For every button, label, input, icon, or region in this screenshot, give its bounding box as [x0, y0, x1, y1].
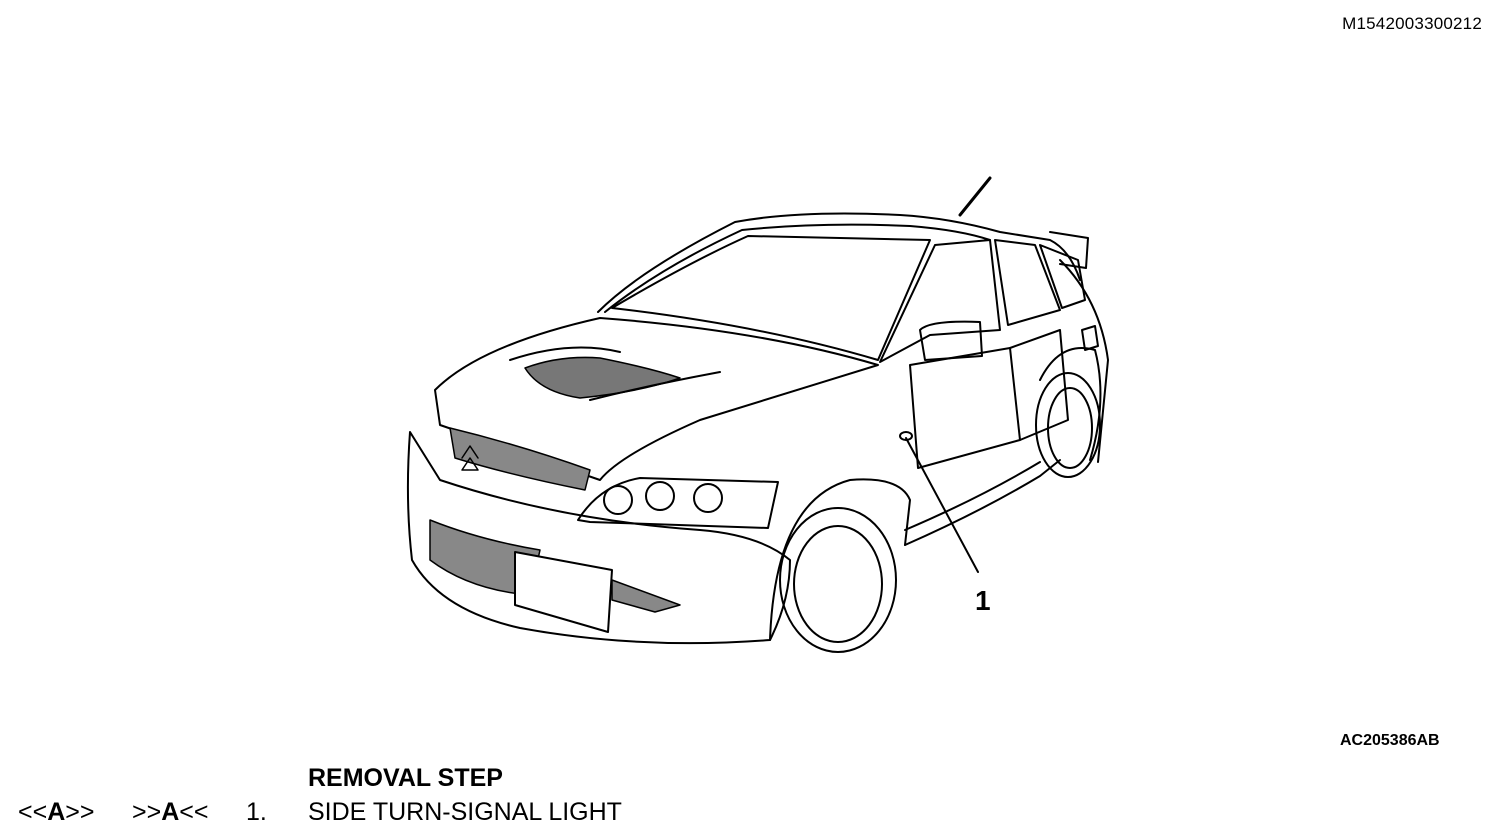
side-skirt — [904, 459, 1061, 546]
car-illustration — [380, 160, 1140, 680]
rear-wheel — [1035, 372, 1101, 478]
front-fender — [769, 478, 911, 641]
step-name: SIDE TURN-SIGNAL LIGHT — [308, 798, 622, 826]
illustration-art-code: AC205386AB — [1340, 732, 1440, 749]
front-door — [909, 347, 1021, 469]
installation-service-point-ref[interactable]: >>A<< — [132, 798, 209, 826]
upper-grille — [449, 427, 591, 491]
side-mirror — [919, 320, 983, 361]
step-number: 1. — [246, 798, 267, 826]
rear-spoiler — [1049, 231, 1089, 269]
front-wheel — [779, 507, 897, 653]
callout-leader-line — [905, 437, 979, 573]
fog-light-grille — [611, 579, 681, 613]
headlight — [577, 477, 779, 529]
callout-number: 1 — [975, 585, 991, 616]
car-roof — [597, 212, 1081, 313]
rear-door — [1009, 329, 1069, 441]
windshield — [611, 235, 931, 361]
removal-step-row: <<A>> >>A<< 1. SIDE TURN-SIGNAL LIGHT — [0, 798, 900, 834]
hood — [434, 317, 879, 481]
removal-step-heading: REMOVAL STEP — [308, 764, 503, 792]
document-id: M1542003300212 — [1342, 14, 1482, 33]
rear-door-window — [994, 239, 1061, 326]
removal-service-point-ref[interactable]: <<A>> — [18, 798, 95, 826]
antenna-icon — [958, 176, 992, 217]
license-plate — [514, 551, 613, 633]
hood-scoop — [524, 356, 681, 399]
emblem-icon — [461, 445, 479, 471]
